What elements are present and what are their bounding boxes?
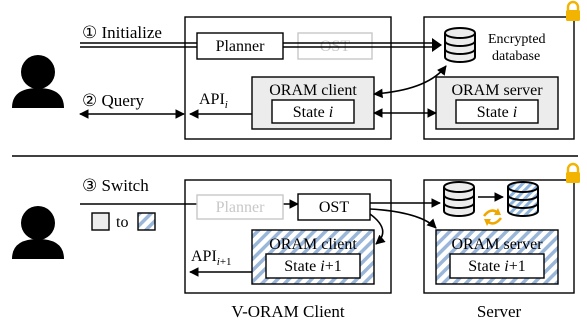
hatched-state-swatch (137, 212, 156, 231)
step-switch-label: ③ Switch (82, 176, 149, 195)
user-icon (12, 55, 64, 108)
ost-box (297, 193, 371, 221)
state-label-bottom: State i+1 (284, 258, 341, 275)
planner-label-faded: Planner (216, 199, 266, 216)
oram-server-label-top: ORAM server (451, 82, 543, 99)
database-icon (444, 27, 476, 63)
database-icon (507, 181, 539, 217)
planner-box (196, 32, 284, 60)
swap-icon (482, 208, 503, 226)
planner-box-faded (196, 194, 284, 220)
ost-label: OST (319, 199, 349, 216)
oram-server-label-bottom: ORAM server (451, 236, 543, 253)
server-state-box-bottom (449, 253, 545, 279)
step-initialize-label: ① Initialize (82, 23, 162, 42)
state-label-top: State i (293, 104, 333, 121)
state-box-top (271, 99, 355, 124)
planner-to-database-arrow (283, 38, 442, 52)
ost-to-client-arrow (369, 213, 386, 245)
oram-client-label-top: ORAM client (269, 82, 357, 99)
state-box-bottom (265, 253, 361, 279)
ost-box-faded (297, 32, 373, 60)
server-caption: Server (477, 302, 522, 321)
initialize-arrow (80, 42, 197, 48)
client-caption: V-ORAM Client (231, 302, 344, 321)
encrypted-label: Encrypted (488, 32, 546, 47)
oram-client-label-bottom: ORAM client (269, 236, 357, 253)
database-label: database (492, 49, 540, 64)
ost-to-server-arrow (369, 208, 437, 229)
server-state-label-bottom: State i+1 (468, 258, 525, 275)
api-label-top: APIi (199, 91, 228, 111)
user-icon (12, 206, 64, 259)
lock-icon (566, 162, 580, 183)
planner-label: Planner (216, 38, 266, 55)
database-icon (443, 181, 475, 217)
server-state-box-top (455, 99, 539, 124)
lock-icon (566, 0, 580, 21)
gray-state-swatch (91, 212, 110, 231)
api-label-bottom: APIi+1 (191, 248, 232, 268)
client-database-arrow (373, 65, 447, 99)
server-state-label-top: State i (477, 104, 517, 121)
step-query-label: ② Query (82, 91, 144, 110)
to-label: to (116, 214, 128, 231)
